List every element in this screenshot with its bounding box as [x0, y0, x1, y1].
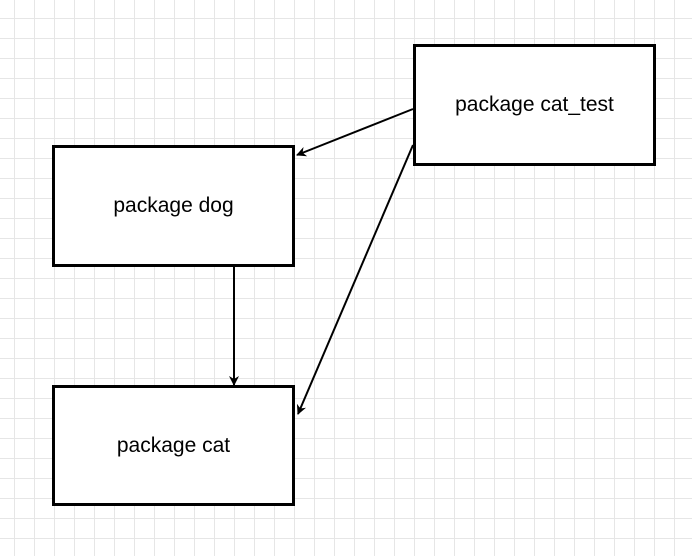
edge-cat-test-to-dog [296, 108, 414, 157]
edge-cat-test-to-cat [296, 144, 414, 415]
package-cat-test-node[interactable]: package cat_test [413, 44, 656, 166]
package-cat-label: package cat [116, 433, 231, 457]
package-cat-test-label: package cat_test [455, 93, 614, 116]
package-cat-node[interactable]: package cat [52, 385, 295, 506]
package-dog-node[interactable]: package dog [52, 145, 295, 267]
package-dog-label: package dog [113, 194, 234, 217]
